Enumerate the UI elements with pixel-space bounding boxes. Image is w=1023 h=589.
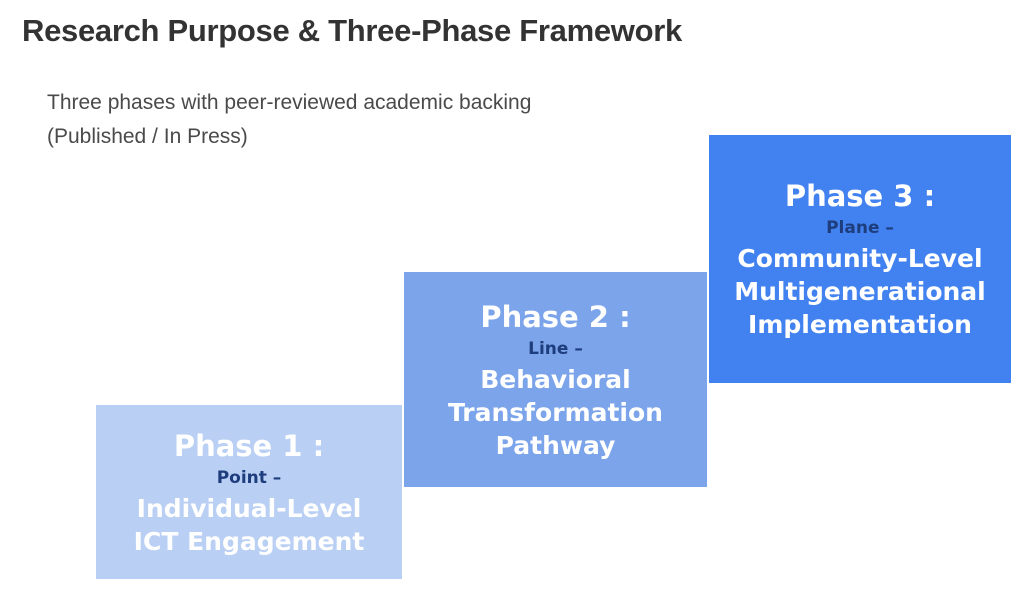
slide-subtitle: Three phases with peer-reviewed academic… xyxy=(47,86,531,154)
phase-description-line: ICT Engagement xyxy=(133,526,365,556)
slide-subtitle-line-2: (Published / In Press) xyxy=(47,125,248,148)
phase-2-dimension-label: Line – xyxy=(528,338,583,359)
phase-3-heading: Phase 3 : xyxy=(784,179,936,213)
phase-2-heading: Phase 2 : xyxy=(480,299,631,334)
phase-3-dimension-label: Plane – xyxy=(826,218,894,238)
phase-description-line: Individual-Level xyxy=(136,493,362,523)
slide-title: Research Purpose & Three-Phase Framework xyxy=(22,13,682,48)
phase-1-heading: Phase 1 : xyxy=(173,428,325,463)
phase-description-line: Multigenerational xyxy=(734,277,986,306)
phase-description-line: Behavioral xyxy=(480,364,631,394)
phase-description-line: Community-Level xyxy=(737,244,983,273)
phase-description-line: Transformation xyxy=(448,397,663,427)
phase-1-dimension-label: Point – xyxy=(216,467,282,488)
slide-subtitle-line-1: Three phases with peer-reviewed academic… xyxy=(47,91,532,114)
phase-description-line: Pathway xyxy=(495,430,616,460)
phase-description-line: Implementation xyxy=(748,310,972,339)
